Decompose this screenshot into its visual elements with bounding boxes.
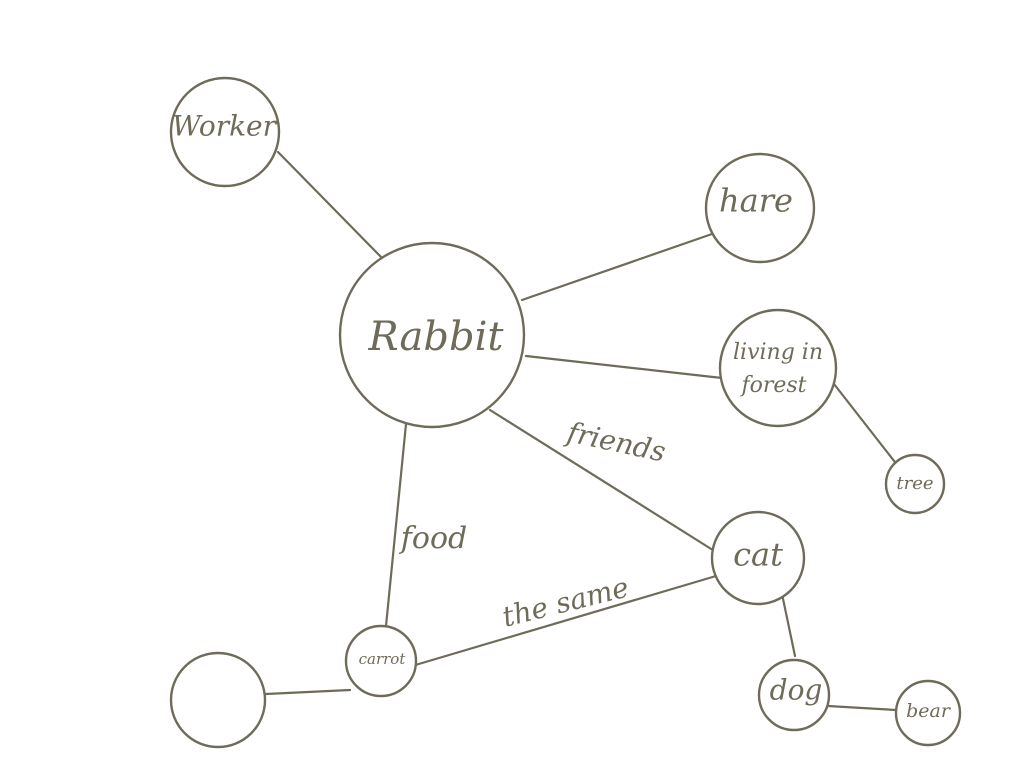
- node-label-rabbit: Rabbit: [368, 314, 505, 360]
- edge-worker-rabbit: [276, 150, 384, 260]
- node-empty: [169, 651, 267, 749]
- edge-rabbit-living-in-forest: [524, 354, 724, 380]
- edge-label-food: food: [399, 521, 467, 556]
- node-label-carrot: carrot: [359, 650, 407, 668]
- edge-rabbit-carrot: [384, 422, 408, 628]
- node-rabbit: Rabbit: [338, 241, 526, 429]
- edge-dog-bear: [826, 704, 898, 712]
- node-label-worker: Worker: [172, 110, 278, 143]
- node-label-dog: dog: [770, 674, 823, 707]
- node-label-tree: tree: [896, 473, 933, 494]
- edge-label-the-same: the same: [499, 570, 632, 633]
- edge-rabbit-cat: [488, 408, 718, 554]
- edge-empty-carrot: [264, 688, 352, 696]
- node-bear: bear: [894, 679, 962, 747]
- node-hare: hare: [704, 152, 816, 264]
- node-label-cat: cat: [733, 536, 783, 574]
- node-worker: Worker: [169, 76, 281, 188]
- edge-rabbit-hare: [520, 232, 714, 302]
- node-cat: cat: [710, 510, 806, 606]
- edge-carrot-cat: [410, 574, 718, 668]
- edge-cat-dog: [780, 592, 797, 658]
- node-living-in-forest: living in forest: [718, 308, 838, 428]
- node-label-bear: bear: [906, 700, 952, 722]
- edge-living-in-forest-tree: [832, 382, 900, 468]
- edge-label-friends: friends: [562, 415, 668, 468]
- node-label-living-in: living in: [733, 340, 823, 365]
- node-label-forest: forest: [739, 373, 806, 398]
- node-tree: tree: [884, 453, 946, 515]
- node-carrot: carrot: [344, 624, 418, 698]
- node-label-hare: hare: [719, 182, 793, 220]
- node-dog: dog: [757, 658, 831, 732]
